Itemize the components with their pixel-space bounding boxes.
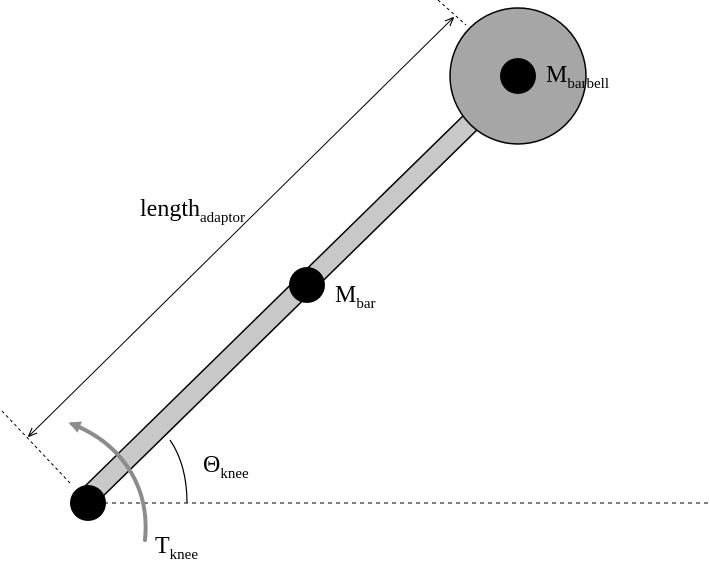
length-dimension-arrow xyxy=(29,18,453,436)
m-bar-label: Mbar xyxy=(335,282,376,312)
length-adaptor-label: lengthadaptor xyxy=(140,196,245,226)
m-barbell-label: Mbarbell xyxy=(546,62,609,92)
theta-knee-label: Θknee xyxy=(203,452,249,482)
knee-angle-arc xyxy=(169,439,188,504)
barbell-mass-point xyxy=(500,58,536,94)
dimension-extension-top xyxy=(437,0,467,26)
knee-pivot-point xyxy=(70,485,106,521)
bar-mass-point xyxy=(289,267,325,303)
t-knee-label: Tknee xyxy=(155,533,198,563)
knee-torque-arrow xyxy=(68,421,148,542)
dimension-extension-bottom xyxy=(1,410,71,484)
adaptor-bar xyxy=(77,110,483,508)
